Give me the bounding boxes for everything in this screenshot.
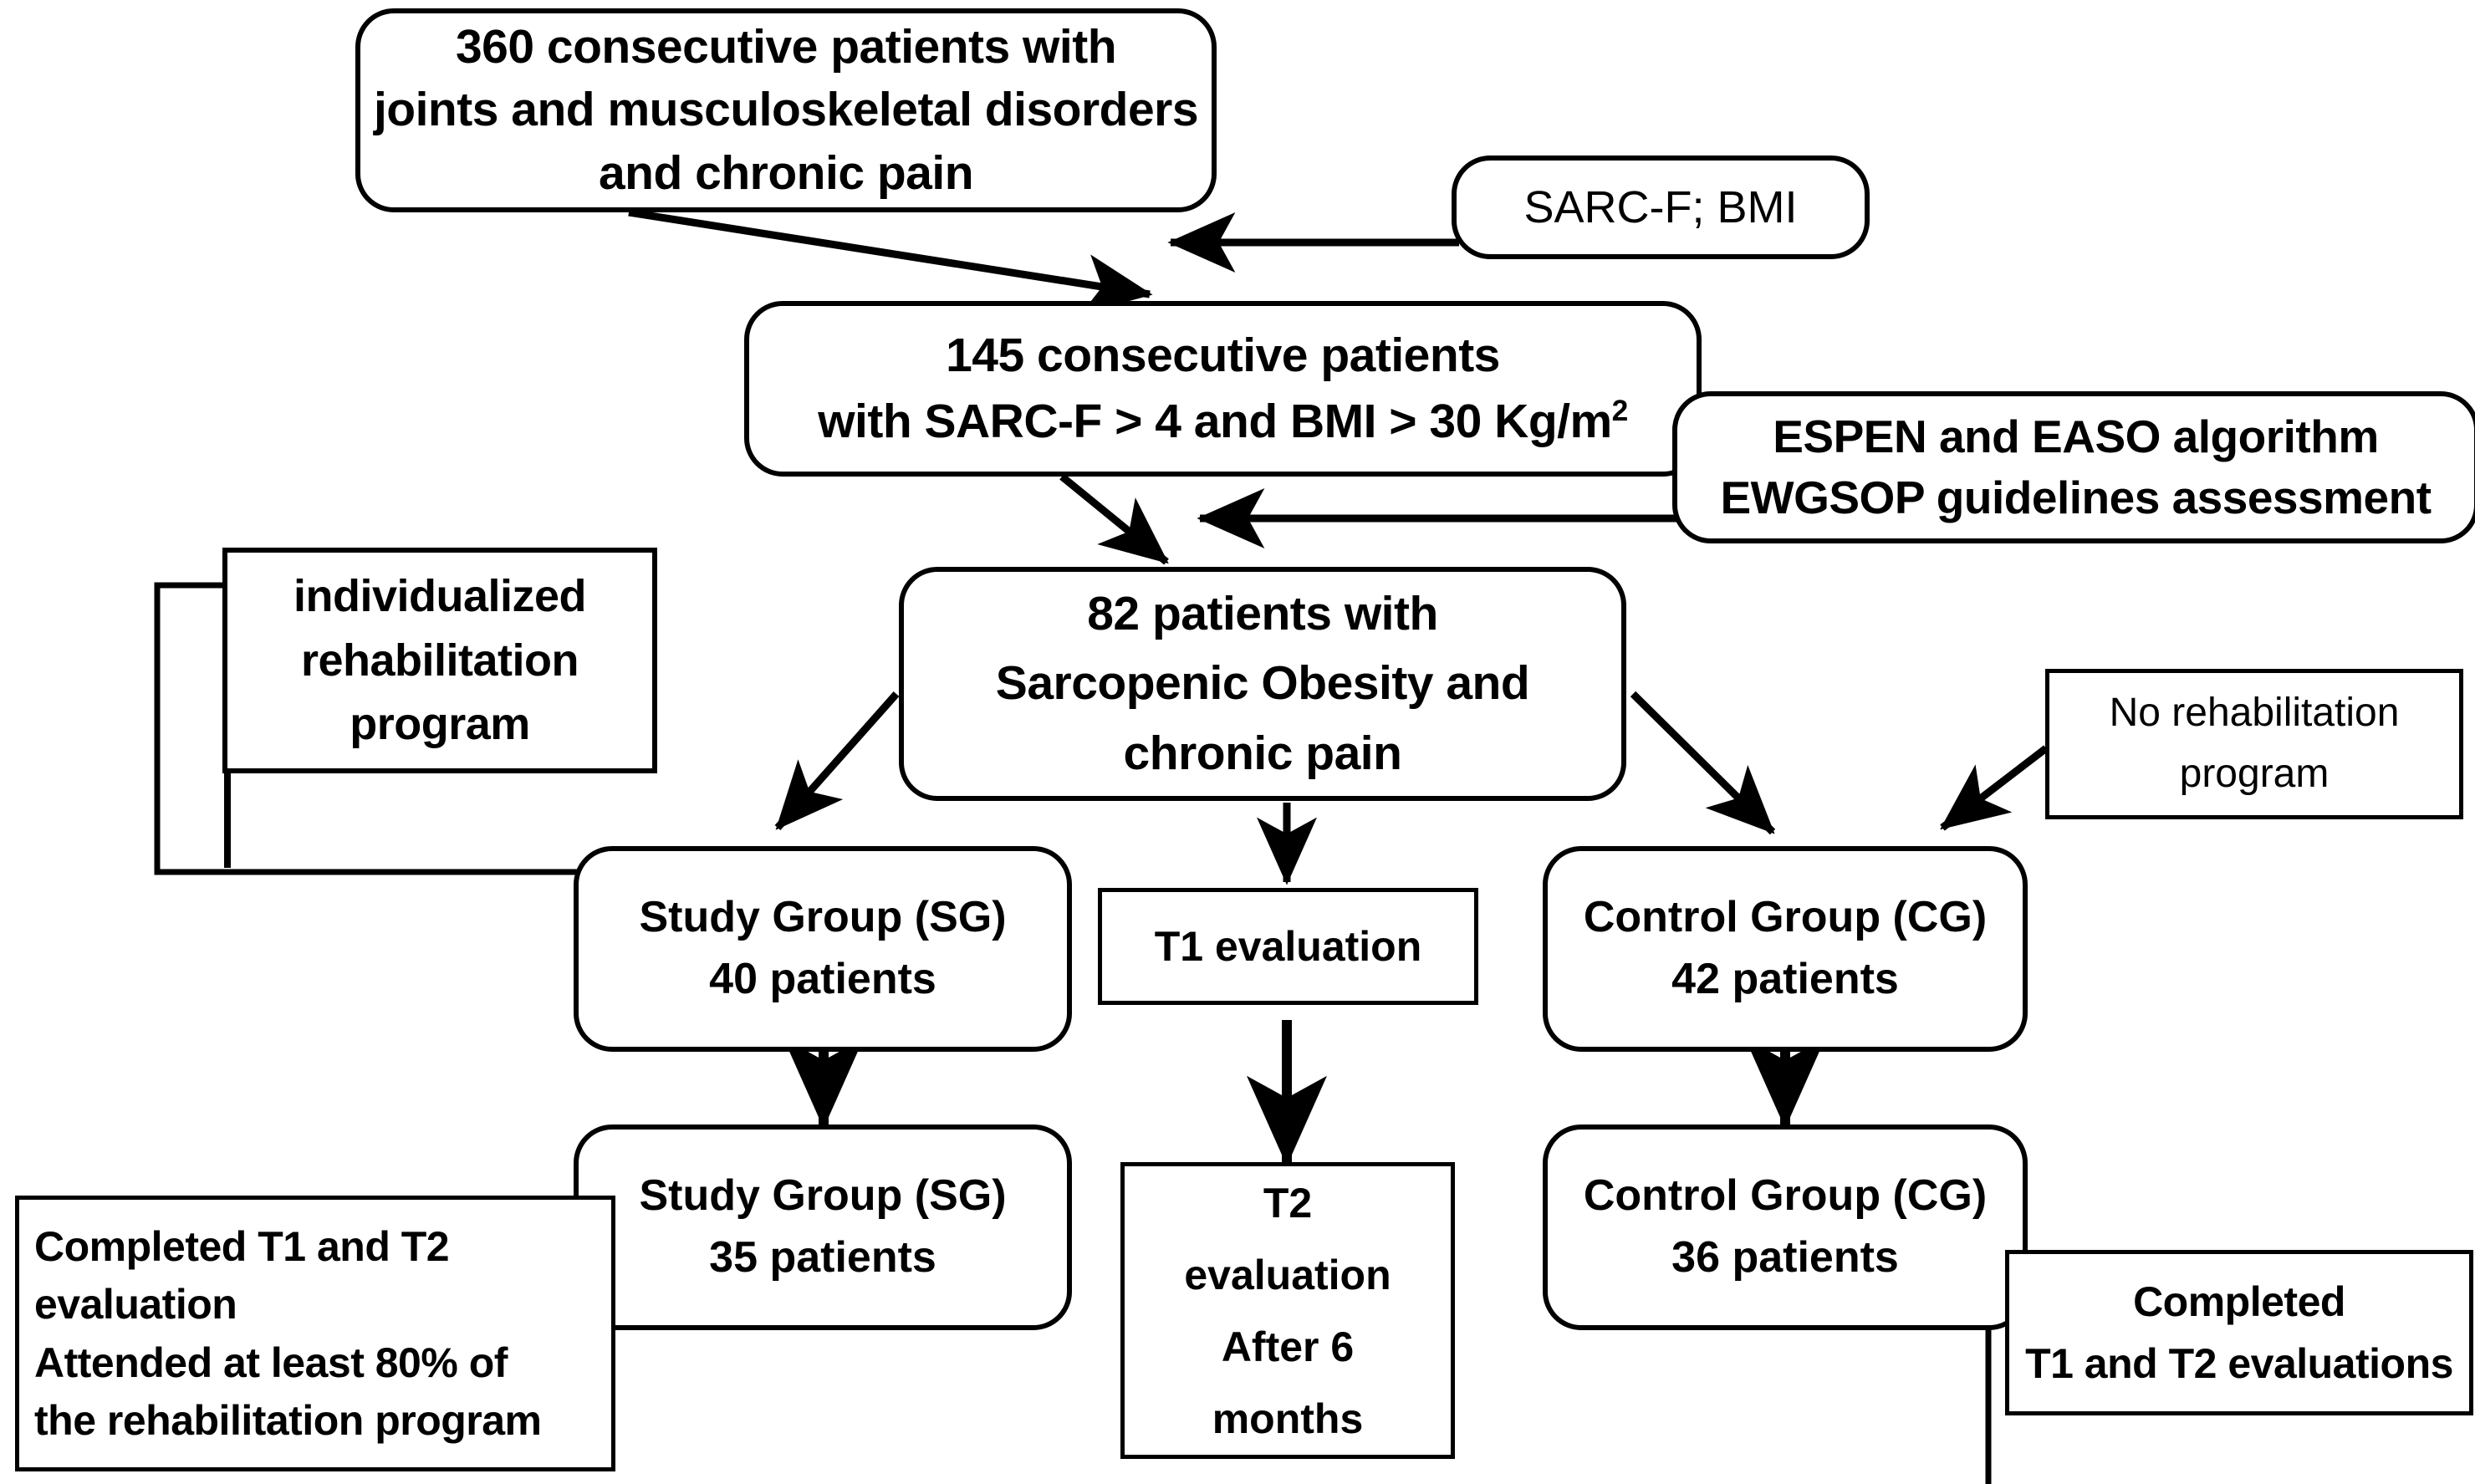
node-sg-analyzed-line-2: 35 patients [709,1233,936,1282]
node-cg-analyzed-line-2: 36 patients [1671,1233,1899,1282]
edge-eligible-to-cg [1630,691,1776,835]
node-cg-criteria-line-1: Completed [2133,1278,2345,1326]
node-eligible: 82 patients with Sarcopenic Obesity and … [899,567,1626,801]
node-sg-criteria-line-3: Attended at least 80% of [34,1339,508,1386]
node-cg-allocated: Control Group (CG) 42 patients [1543,846,2028,1052]
node-guidelines: ESPEN and EASO algorithm EWGSOP guidelin… [1672,391,2475,543]
node-cg-analyzed-line-1: Control Group (CG) [1583,1171,1988,1221]
node-t2: T2 evaluation After 6 months [1120,1162,1455,1459]
node-cg-analyzed: Control Group (CG) 36 patients [1543,1124,2028,1330]
node-sg-allocated-line-1: Study Group (SG) [639,893,1007,942]
edge-enrolled-to-screened [628,208,1153,314]
node-sg-analyzed-line-1: Study Group (SG) [639,1171,1007,1221]
node-eligible-line-3: chronic pain [1123,726,1402,780]
node-enrolled-line-2: joints and musculoskeletal disorders [373,83,1199,137]
node-eligible-line-2: Sarcopenic Obesity and [995,656,1530,711]
edge-norehab-to-cg [1940,745,2049,831]
node-screening-tools-line-1: SARC-F; BMI [1523,181,1798,232]
node-t1: T1 evaluation [1098,888,1478,1005]
node-sg-allocated: Study Group (SG) 40 patients [574,846,1072,1052]
node-intervention-line-2: rehabilitation [300,635,579,686]
node-t2-line-4: months [1212,1395,1364,1442]
node-t2-line-1: T2 [1263,1179,1313,1226]
node-sg-criteria-line-1: Completed T1 and T2 [34,1222,450,1270]
node-sg-allocated-line-2: 40 patients [709,955,936,1003]
node-cg-criteria-line-2: T1 and T2 evaluations [2025,1339,2453,1387]
node-screened-superscript: 2 [1611,395,1629,427]
node-t1-line-1: T1 evaluation [1154,923,1422,970]
node-intervention-line-3: program [350,699,530,750]
node-screened-line-2: with SARC-F > 4 and BMI > 30 Kg/m2 [749,389,1697,455]
node-enrolled-line-1: 360 consecutive patients with [455,20,1117,74]
node-eligible-line-1: 82 patients with [1087,587,1438,641]
node-enrolled: 360 consecutive patients with joints and… [355,8,1217,212]
node-screened: 145 consecutive patients with SARC-F > 4… [744,301,1702,477]
node-guidelines-line-1: ESPEN and EASO algorithm [1773,411,2379,463]
node-intervention: individualized rehabilitation program [222,548,657,773]
node-t2-line-2: evaluation [1184,1251,1391,1298]
node-screened-line-2-text: with SARC-F > 4 and BMI > 30 Kg/m [818,395,1612,448]
node-enrolled-line-3: and chronic pain [598,145,974,200]
edge-screened-to-eligible [1059,473,1169,565]
node-t2-line-3: After 6 [1221,1323,1355,1370]
node-sg-criteria: Completed T1 and T2 evaluation Attended … [15,1196,615,1471]
node-sg-analyzed: Study Group (SG) 35 patients [574,1124,1072,1330]
node-no-intervention-line-2: program [2179,752,2330,796]
node-cg-criteria: Completed T1 and T2 evaluations [2005,1250,2473,1415]
node-intervention-line-1: individualized [293,570,587,621]
node-cg-allocated-line-1: Control Group (CG) [1583,893,1988,942]
node-guidelines-line-2: EWGSOP guidelines assessment [1720,472,2432,523]
node-screening-tools: SARC-F; BMI [1452,156,1870,259]
node-no-intervention: No rehabilitation program [2045,669,2463,819]
node-screened-line-1: 145 consecutive patients [946,329,1500,383]
node-sg-criteria-line-2: evaluation [34,1281,237,1328]
node-sg-criteria-line-4: the rehabilitation program [34,1397,542,1445]
edge-eligible-to-sg [774,691,900,830]
node-no-intervention-line-1: No rehabilitation [2109,691,2400,736]
node-cg-allocated-line-2: 42 patients [1671,955,1899,1003]
